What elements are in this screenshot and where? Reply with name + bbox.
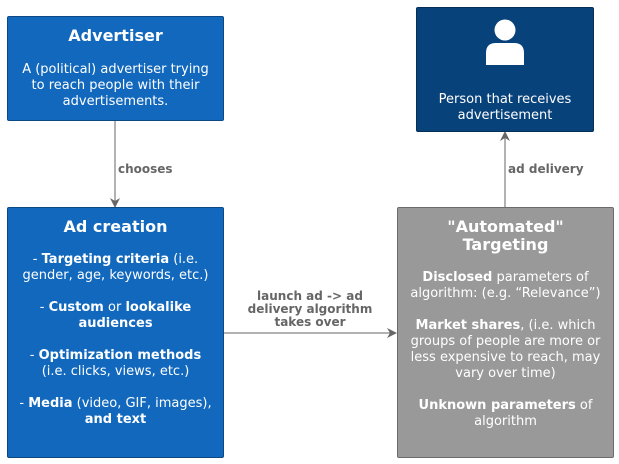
ad-creation-item: - Targeting criteria (i.e. gender, age, … (22, 252, 209, 283)
advertiser-title: Advertiser (68, 26, 163, 45)
targeting-title: "Automated" Targeting (447, 217, 564, 254)
advertiser-description: A (political) advertiser trying to reach… (22, 62, 209, 109)
ad-creation-title: Ad creation (63, 217, 168, 236)
person-node: Person that receives advertisement (416, 7, 594, 132)
edge-label-chooses: chooses (118, 162, 173, 176)
person-icon (484, 19, 526, 65)
ad-creation-item: - Media (video, GIF, images), and text (19, 396, 212, 427)
ad-creation-item: - Optimization methods (i.e. clicks, vie… (29, 348, 202, 379)
ad-creation-item: - Custom or lookalike audiences (39, 300, 192, 331)
targeting-node: "Automated" Targeting Disclosed paramete… (397, 207, 614, 458)
targeting-item: Disclosed parameters of algorithm: (e.g.… (410, 270, 601, 301)
targeting-item: Market shares, (i.e. which groups of peo… (410, 318, 601, 381)
edge-label-delivery: ad delivery (508, 162, 584, 176)
advertiser-node: Advertiser A (political) advertiser tryi… (7, 16, 224, 121)
targeting-item: Unknown parameters of algorithm (418, 398, 593, 429)
edge-label-launch: launch ad -> ad delivery algorithm takes… (247, 289, 373, 329)
person-description: Person that receives advertisement (438, 92, 572, 123)
ad-creation-node: Ad creation - Targeting criteria (i.e. g… (7, 207, 224, 458)
